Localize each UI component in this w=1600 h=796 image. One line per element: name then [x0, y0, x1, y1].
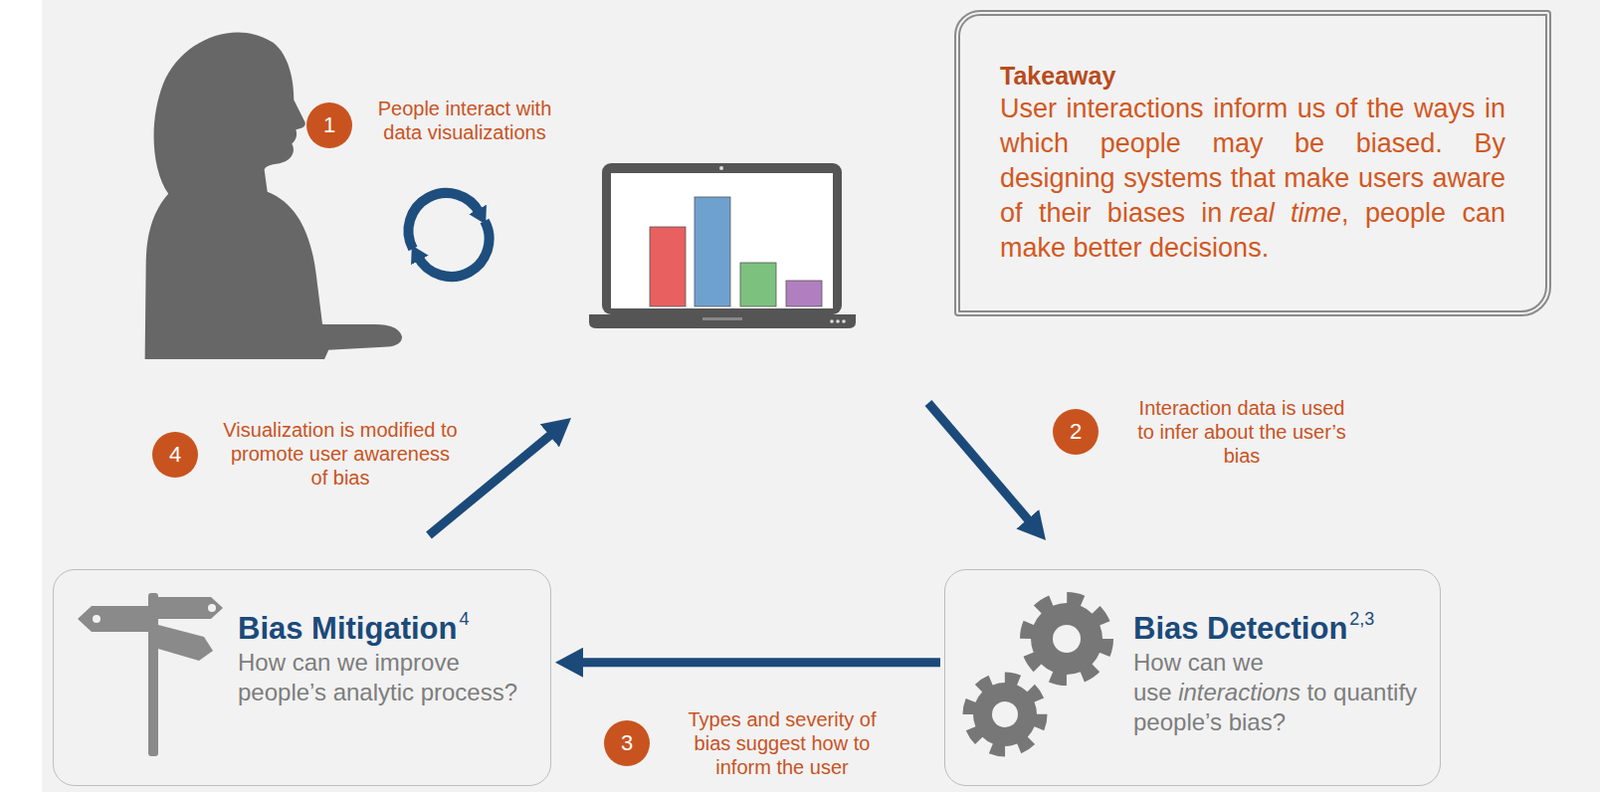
callout-number: 3	[603, 720, 650, 767]
box-heading: Bias Detection	[1133, 610, 1348, 646]
text-group: User interactions inform us of the ways …	[1000, 91, 1506, 266]
flow-arrows	[428, 402, 1034, 536]
cycle-arc	[417, 220, 490, 277]
connector-layer	[573, 661, 941, 663]
gear-teeth	[1026, 599, 1107, 679]
person-silhouette	[145, 32, 402, 360]
box-body: How can we improve people’s analytic pro…	[237, 648, 518, 706]
callout-text: People interact with data visualizations	[360, 96, 570, 145]
takeaway-box: TakeawayUser interactions inform us of t…	[954, 9, 1552, 317]
laptop-base	[589, 314, 856, 329]
laptop-icon	[589, 163, 856, 329]
signpost-board	[158, 624, 213, 661]
gear-body	[1030, 602, 1103, 675]
mitigation-box: Bias Mitigation4How can we improve peopl…	[52, 569, 552, 787]
gear-body	[973, 682, 1037, 747]
callout-number: 4	[152, 431, 199, 478]
box-heading: Bias Mitigation	[237, 610, 457, 646]
chart-bar	[694, 197, 731, 307]
signpost-pole	[148, 593, 159, 757]
callout-text: Interaction data is used to infer about …	[1128, 396, 1356, 468]
flow-arrow	[573, 657, 941, 667]
text-group: How can we useinteractionsto quantify pe…	[1133, 647, 1420, 738]
text-group: Bias Detection2,3	[1133, 609, 1420, 648]
laptop-light	[829, 319, 834, 324]
signpost-hole	[207, 603, 216, 612]
gears-icon	[969, 599, 1107, 751]
chart-bar	[740, 262, 777, 307]
callout-number: 2	[1052, 408, 1099, 455]
signpost-hole	[92, 614, 101, 623]
box-body: interactions	[1178, 678, 1301, 706]
signpost-board	[158, 597, 223, 619]
chart-bar	[786, 280, 822, 307]
signpost-board	[77, 605, 149, 632]
callout-text: Visualization is modified to promote use…	[222, 417, 458, 490]
reference-superscript: 4	[458, 608, 469, 629]
text-group: Takeaway	[1000, 59, 1506, 92]
laptop-display	[610, 173, 833, 309]
gear-hole	[992, 701, 1018, 728]
text-group: How can we improve people’s analytic pro…	[237, 647, 535, 708]
laptop-light	[835, 319, 840, 324]
flow-arrow	[928, 402, 1034, 527]
text-group: Bias Mitigation4	[237, 609, 535, 648]
box-heading: Takeaway	[1000, 61, 1116, 90]
laptop-light	[841, 319, 846, 324]
gear-teeth	[969, 678, 1041, 751]
signpost-icon	[77, 593, 223, 757]
cycle-arc	[407, 193, 480, 249]
silhouette-shape	[145, 32, 402, 360]
background-panel	[41, 0, 1600, 793]
callout-text: Types and severity of bias suggest how t…	[677, 707, 887, 780]
laptop-camera	[719, 166, 724, 171]
detection-box: Bias Detection2,3How can we useinteracti…	[944, 569, 1441, 787]
callout-number: 1	[306, 102, 353, 149]
gear-hole	[1052, 624, 1081, 653]
chart-bar	[649, 226, 686, 307]
box-body: real time	[1229, 198, 1342, 228]
reference-superscript: 2,3	[1349, 608, 1375, 629]
laptop-trackpad	[702, 317, 743, 321]
laptop-screen	[601, 163, 842, 315]
cycle-icon	[407, 193, 489, 277]
